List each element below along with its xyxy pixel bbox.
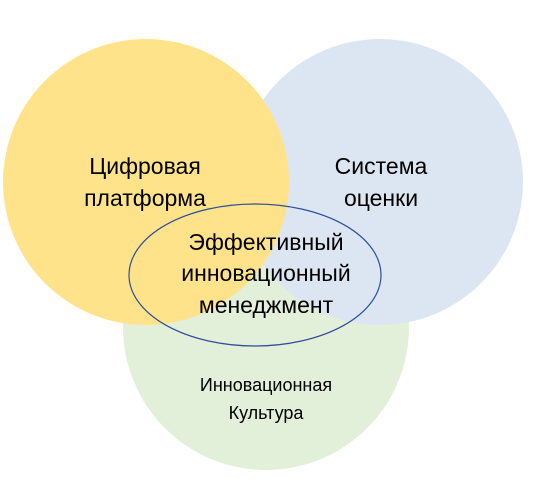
digital-platform-circle	[3, 39, 289, 325]
effective-management-label-line3: менеджмент	[199, 292, 334, 318]
innovation-culture-label-line2: Культура	[229, 403, 305, 423]
effective-management-label-line1: Эффективный	[188, 229, 343, 255]
evaluation-system-label-line2: оценки	[344, 185, 418, 211]
digital-platform-label-line2: платформа	[84, 185, 206, 211]
evaluation-system-label-line1: Система	[335, 153, 428, 179]
innovation-culture-label-line1: Инновационная	[200, 375, 332, 395]
effective-management-label-line2: инновационный	[181, 260, 350, 286]
effective-management-ellipse	[128, 203, 382, 347]
evaluation-system-circle	[237, 39, 523, 325]
digital-platform-label-line1: Цифровая	[89, 153, 201, 179]
